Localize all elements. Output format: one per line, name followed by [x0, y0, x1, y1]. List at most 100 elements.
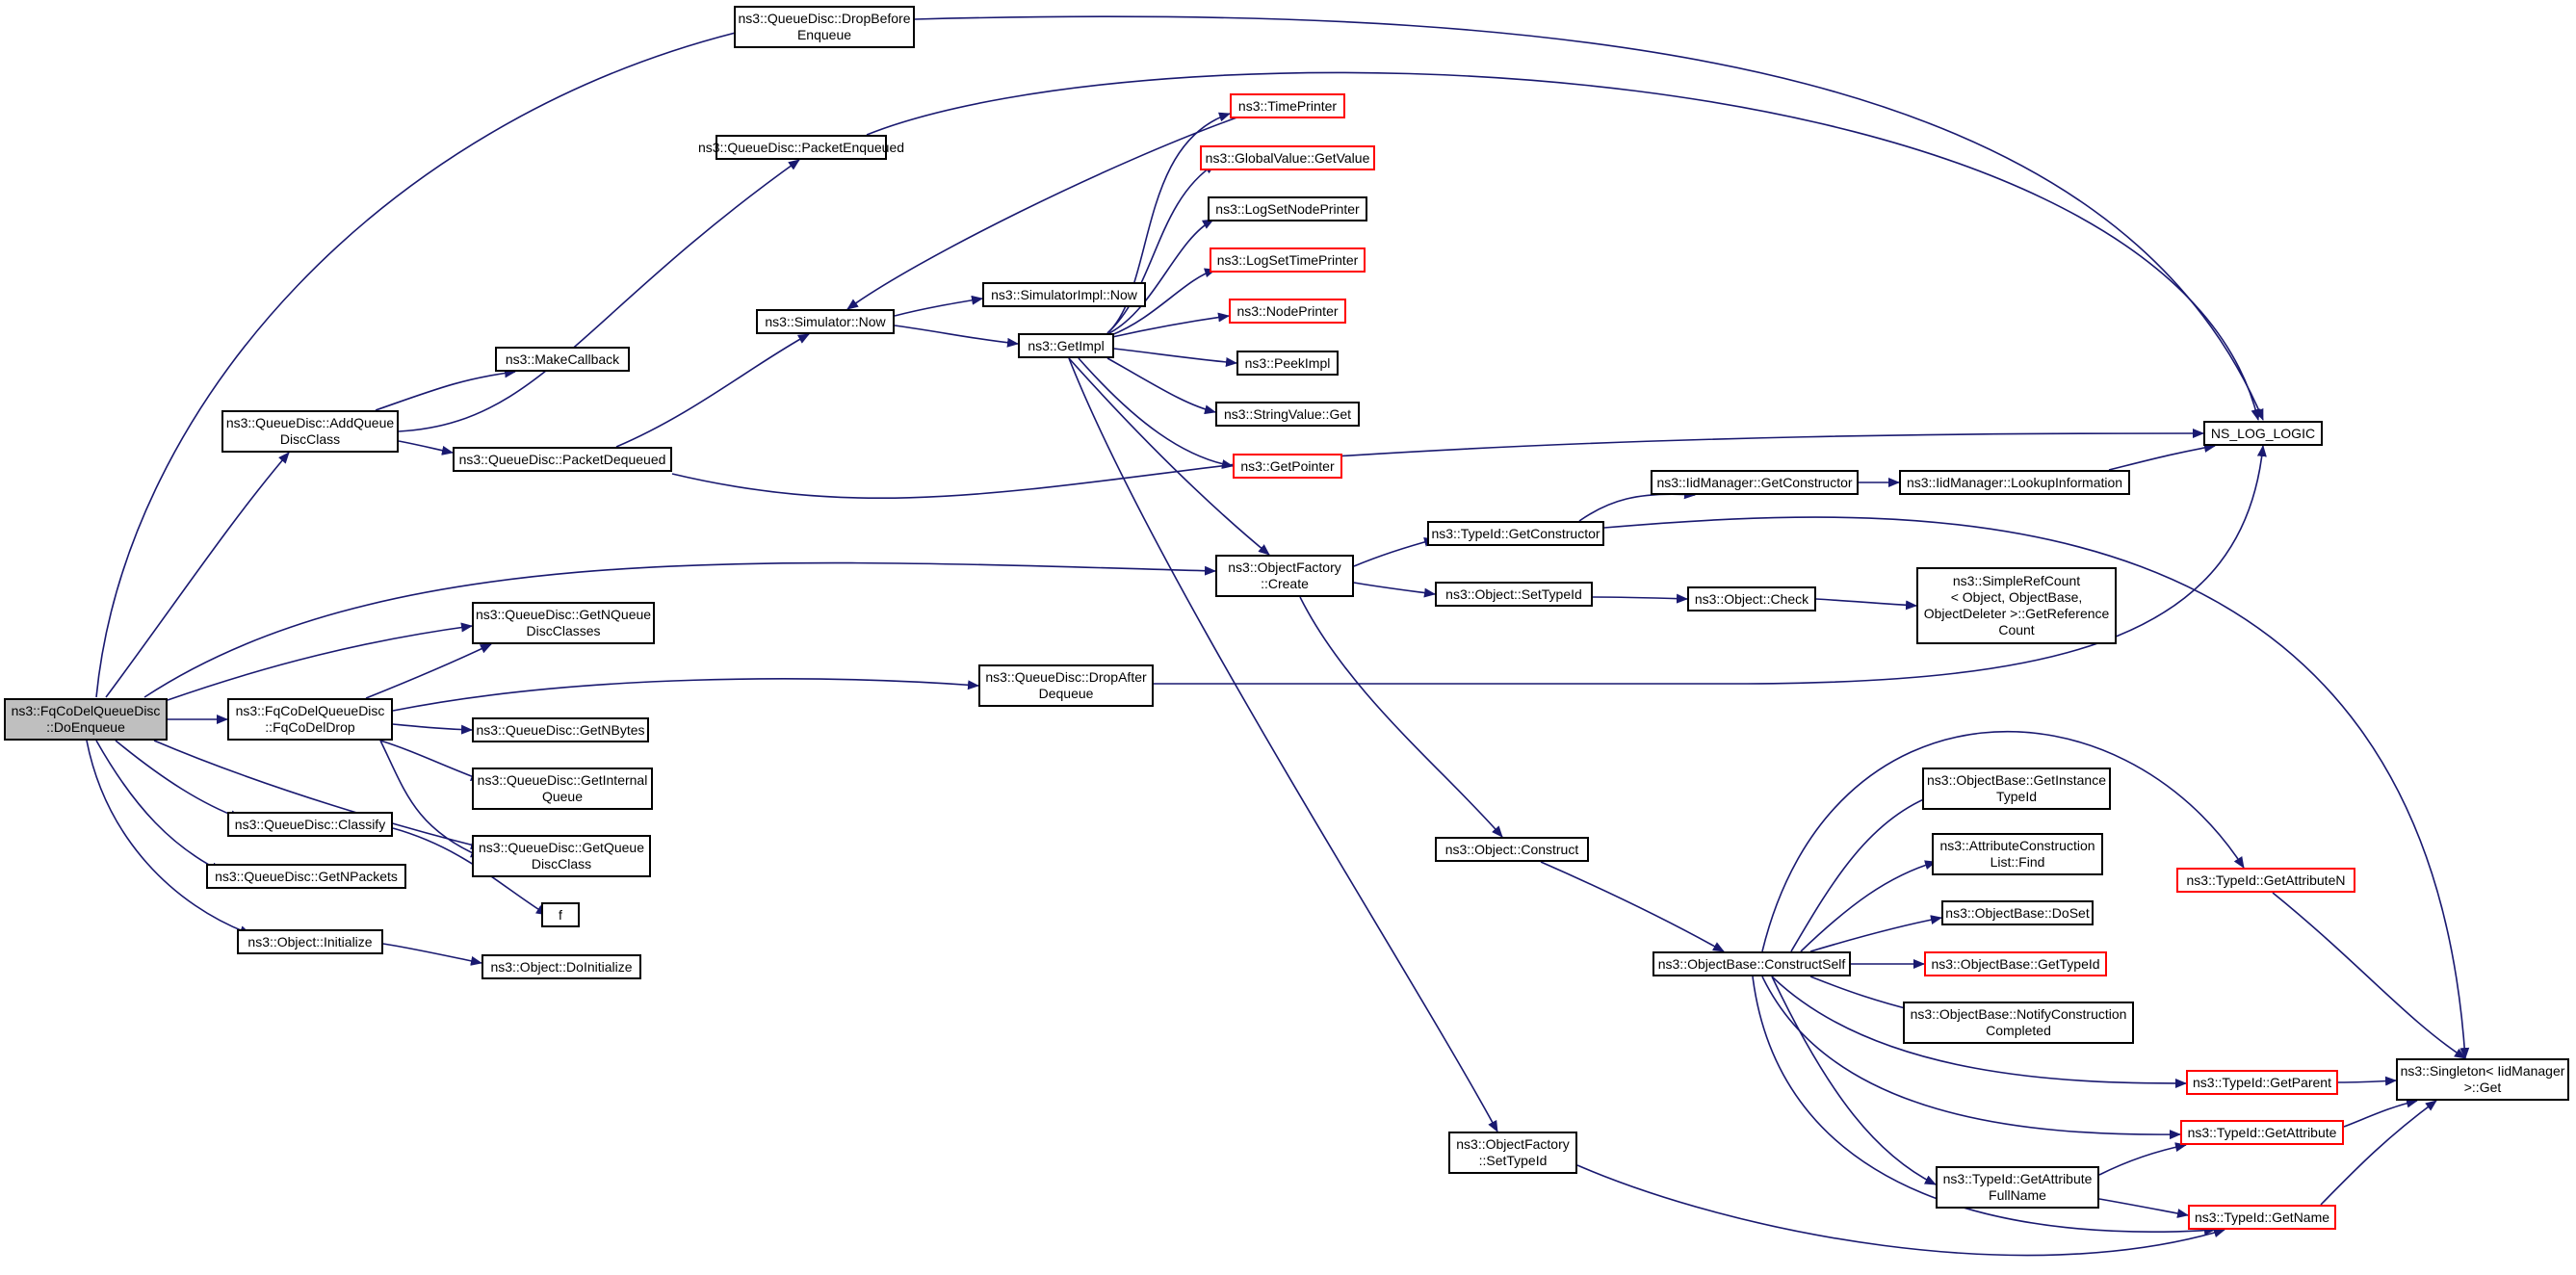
edge-get_impl-to-of_settid [1068, 357, 1498, 1132]
edge-fq_drop-to-get_iq [379, 740, 482, 781]
edge-ob_ctor_self-to-tid_getparent [1771, 976, 2187, 1088]
edge-iid_lookup-to-ns_log_logic [2108, 442, 2216, 471]
node-typeid-getparent[interactable]: ns3::TypeId::GetParent [2186, 1070, 2338, 1095]
edge-ob_ctor_self-to-ob_notify [1809, 976, 1917, 1014]
edge-add_qdc-to-pkt_enq [398, 159, 800, 432]
edge-get_impl-to-log_set_time [1110, 268, 1216, 336]
node-queuedisc-getnbytes[interactable]: ns3::QueueDisc::GetNBytes [472, 717, 649, 742]
node-objectfactory-settypeid[interactable]: ns3::ObjectFactory ::SetTypeId [1448, 1132, 1577, 1174]
edge-get_impl-to-peek_impl [1113, 348, 1237, 367]
edge-add_qdc-to-make_cb [375, 368, 516, 411]
node-queuedisc-getnqueuedisclasses[interactable]: ns3::QueueDisc::GetNQueue DiscClasses [472, 602, 655, 644]
node-queuedisc-classify[interactable]: ns3::QueueDisc::Classify [227, 812, 393, 837]
node-objectfactory-create[interactable]: ns3::ObjectFactory ::Create [1215, 555, 1354, 597]
node-peekimpl[interactable]: ns3::PeekImpl [1236, 351, 1339, 376]
node-iidmanager-lookupinformation[interactable]: ns3::IidManager::LookupInformation [1899, 470, 2130, 495]
node-objectbase-constructself[interactable]: ns3::ObjectBase::ConstructSelf [1652, 951, 1851, 976]
node-objectbase-getinstancetypeid[interactable]: ns3::ObjectBase::GetInstance TypeId [1922, 768, 2111, 810]
edge-of_create-to-obj_settid [1353, 582, 1436, 598]
edge-of_create-to-tid_getctor [1353, 537, 1436, 567]
edge-get_impl-to-gv_getvalue [1106, 163, 1216, 334]
edge-fq_drop-to-get_nqdc [365, 643, 492, 699]
edge-root-to-get_nqdc [167, 622, 473, 701]
edge-of_settid-to-tid_getname [1576, 1164, 2225, 1257]
edge-tid_getattrfull-to-tid_getattr [2098, 1142, 2187, 1176]
edge-fq_drop-to-get_qdc [379, 740, 482, 858]
node-simulatorimpl-now[interactable]: ns3::SimulatorImpl::Now [982, 282, 1146, 307]
node-makecallback[interactable]: ns3::MakeCallback [495, 347, 630, 372]
node-typeid-getconstructor[interactable]: ns3::TypeId::GetConstructor [1427, 521, 1604, 546]
node-getpointer[interactable]: ns3::GetPointer [1233, 454, 1342, 479]
edge-obj_init-to-obj_doinit [382, 943, 482, 966]
node-nodeprinter[interactable]: ns3::NodePrinter [1229, 299, 1346, 324]
edge-root-to-add_qdc [105, 452, 290, 698]
node-iidmanager-getconstructor[interactable]: ns3::IidManager::GetConstructor [1651, 470, 1859, 495]
edge-tid_getparent-to-singleton_get [2337, 1076, 2397, 1086]
edge-ob_ctor_self-to-tid_getname [1752, 976, 2216, 1236]
edge-get_impl-to-get_pointer [1078, 357, 1234, 469]
node-queuedisc-getqueuedisclass[interactable]: ns3::QueueDisc::GetQueue DiscClass [472, 835, 651, 877]
node-logsetnodeprinter[interactable]: ns3::LogSetNodePrinter [1208, 196, 1367, 221]
node-objectbase-notifyconstructioncompleted[interactable]: ns3::ObjectBase::NotifyConstruction Comp… [1903, 1002, 2134, 1044]
node-objectbase-doset[interactable]: ns3::ObjectBase::DoSet [1941, 900, 2094, 925]
node-simplerefcount-getreferencecount[interactable]: ns3::SimpleRefCount < Object, ObjectBase… [1916, 567, 2117, 644]
edge-obj_construct-to-ob_ctor_self [1540, 861, 1725, 952]
edge-tid_getattr-to-singleton_get [2343, 1098, 2418, 1128]
node-typeid-getattributen[interactable]: ns3::TypeId::GetAttributeN [2176, 868, 2355, 893]
edge-ob_ctor_self-to-ob_get_inst [1790, 793, 1937, 952]
edge-tid_getctor-to-singleton_get [1603, 516, 2470, 1059]
node-queuedisc-getnpackets[interactable]: ns3::QueueDisc::GetNPackets [206, 864, 406, 889]
edge-time_printer-to-sim_now [846, 115, 1243, 310]
node-typeid-getattribute[interactable]: ns3::TypeId::GetAttribute [2180, 1120, 2344, 1145]
edge-tid_getattrn-to-singleton_get [2272, 892, 2466, 1059]
edge-pkt_deq-to-sim_now [615, 333, 810, 448]
node-singleton-iidmanager-get[interactable]: ns3::Singleton< IidManager >::Get [2396, 1058, 2569, 1101]
edge-ob_ctor_self-to-tid_getattr [1761, 976, 2181, 1140]
edge-root-to-classify [115, 740, 242, 820]
edge-root-to-drop_before [95, 26, 752, 698]
node-queuedisc-dropbeforeenqueue[interactable]: ns3::QueueDisc::DropBefore Enqueue [734, 6, 915, 48]
node-fqcodel-fqcodeldrop[interactable]: ns3::FqCoDelQueueDisc ::FqCoDelDrop [227, 698, 393, 741]
node-queuedisc-packetenqueued[interactable]: ns3::QueueDisc::PacketEnqueued [698, 135, 904, 160]
node-object-check[interactable]: ns3::Object::Check [1687, 586, 1816, 611]
edge-tid_getctor-to-iid_getctor [1578, 489, 1696, 522]
node-fqcodel-doenqueue[interactable]: ns3::FqCoDelQueueDisc ::DoEnqueue [4, 698, 168, 741]
node-object-settypeid[interactable]: ns3::Object::SetTypeId [1435, 582, 1593, 607]
edge-ob_ctor_self-to-acl_find [1800, 860, 1937, 952]
edge-obj_settid-to-obj_check [1592, 593, 1688, 604]
node-queuedisc-getinternalqueue[interactable]: ns3::QueueDisc::GetInternal Queue [472, 768, 653, 810]
node-f[interactable]: f [541, 902, 580, 927]
node-object-construct[interactable]: ns3::Object::Construct [1435, 837, 1589, 862]
node-attributeconstructionlist-find[interactable]: ns3::AttributeConstruction List::Find [1932, 833, 2103, 875]
edge-of_create-to-obj_construct [1299, 596, 1503, 838]
node-timeprinter[interactable]: ns3::TimePrinter [1230, 93, 1345, 118]
node-queuedisc-dropafterdequeue[interactable]: ns3::QueueDisc::DropAfter Dequeue [978, 664, 1154, 707]
node-objectbase-gettypeid[interactable]: ns3::ObjectBase::GetTypeId [1924, 951, 2107, 976]
node-stringvalue-get[interactable]: ns3::StringValue::Get [1215, 402, 1360, 427]
edge-get_impl-to-node_printer [1111, 312, 1230, 338]
node-simulator-now[interactable]: ns3::Simulator::Now [756, 309, 895, 334]
edge-ob_ctor_self-to-tid_getattrn [1761, 730, 2245, 952]
edge-get_impl-to-log_set_node [1108, 219, 1214, 334]
edge-drop_before-to-ns_log_logic [914, 15, 2264, 421]
node-globalvalue-getvalue[interactable]: ns3::GlobalValue::GetValue [1200, 145, 1375, 170]
node-typeid-getname[interactable]: ns3::TypeId::GetName [2188, 1205, 2336, 1230]
edge-tid_getname-to-singleton_get [2320, 1100, 2437, 1206]
node-logsettimeprinter[interactable]: ns3::LogSetTimePrinter [1210, 247, 1366, 273]
edge-get_impl-to-of_create [1068, 357, 1270, 556]
node-typeid-getattributefullname[interactable]: ns3::TypeId::GetAttribute FullName [1936, 1166, 2099, 1209]
node-getimpl[interactable]: ns3::GetImpl [1018, 333, 1114, 358]
node-ns-log-logic[interactable]: NS_LOG_LOGIC [2203, 421, 2323, 446]
edge-tid_getattrfull-to-tid_getname [2098, 1198, 2189, 1218]
edge-root-to-get_npkts [95, 740, 222, 872]
edge-ob_ctor_self-to-ob_doset [1809, 915, 1942, 952]
node-queuedisc-packetdequeued[interactable]: ns3::QueueDisc::PacketDequeued [453, 447, 672, 472]
node-object-doinitialize[interactable]: ns3::Object::DoInitialize [481, 954, 641, 979]
node-object-initialize[interactable]: ns3::Object::Initialize [237, 929, 383, 954]
edge-ob_ctor_self-to-tid_getattrfull [1771, 976, 1937, 1185]
edge-sim_now-to-get_impl [894, 325, 1019, 348]
edge-obj_check-to-simple_ref [1815, 598, 1917, 611]
node-queuedisc-addqueuedisclass[interactable]: ns3::QueueDisc::AddQueue DiscClass [221, 410, 399, 453]
edge-drop_after-to-ns_log_logic [1154, 445, 2267, 685]
